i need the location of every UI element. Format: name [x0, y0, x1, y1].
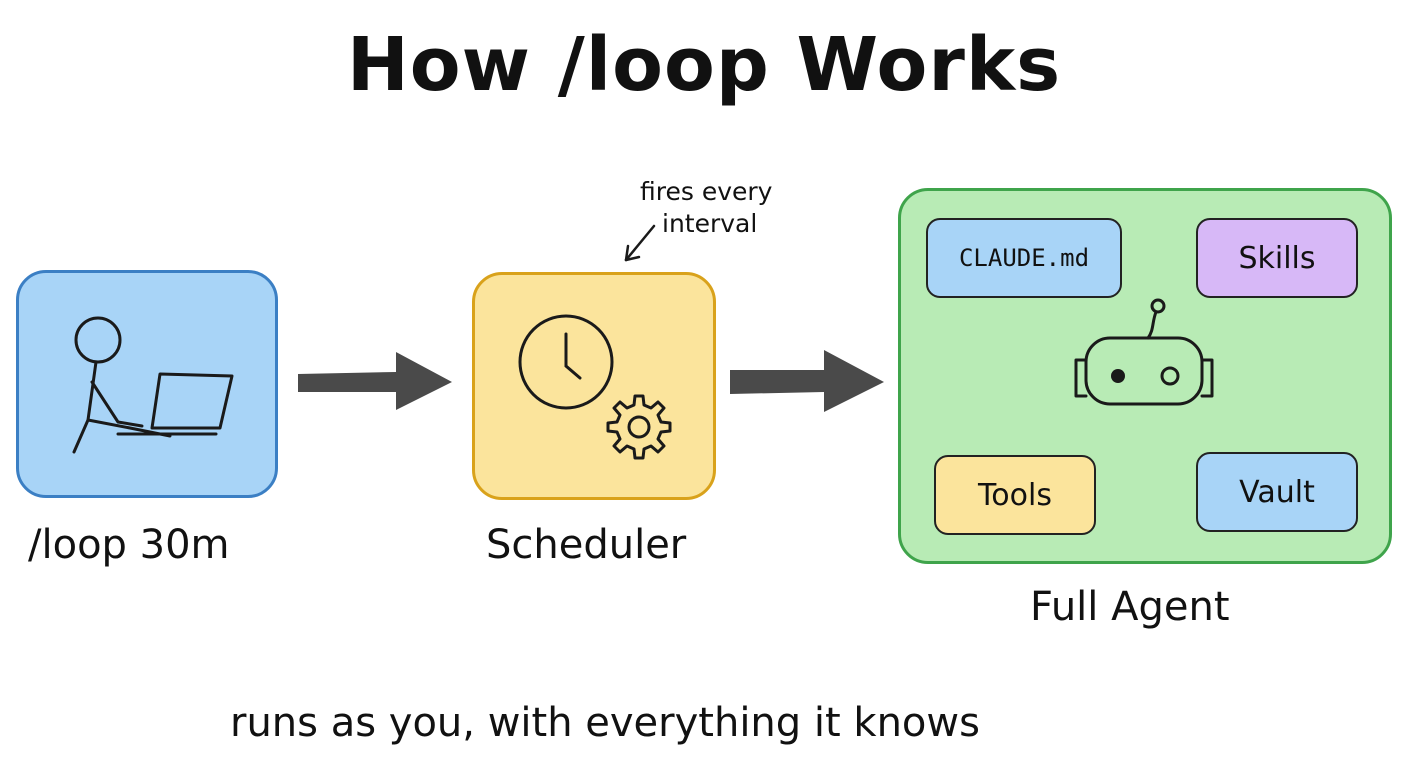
- arrow-right-icon: [730, 350, 884, 412]
- note-arrow-icon: [624, 224, 656, 262]
- component-skills: Skills: [1196, 218, 1358, 298]
- component-tools: Tools: [934, 455, 1096, 535]
- gear-icon: [606, 394, 672, 460]
- scheduler-node-caption: Scheduler: [486, 522, 687, 568]
- scheduler-note: fires every interval: [640, 176, 772, 240]
- scheduler-note-line2: interval: [662, 209, 758, 238]
- user-node-box: [16, 270, 278, 498]
- scheduler-note-line1: fires every: [640, 177, 773, 206]
- diagram-footer: runs as you, with everything it knows: [230, 700, 980, 746]
- robot-icon: [1074, 298, 1214, 406]
- clock-icon: [518, 314, 614, 410]
- diagram-title: How /loop Works: [346, 22, 1062, 108]
- component-vault: Vault: [1196, 452, 1358, 532]
- agent-node-caption: Full Agent: [1030, 584, 1230, 630]
- scheduler-node-box: [472, 272, 716, 500]
- arrow-right-icon: [298, 352, 452, 410]
- user-node-caption: /loop 30m: [28, 522, 230, 568]
- component-claude-md: CLAUDE.md: [926, 218, 1122, 298]
- person-at-laptop-icon: [72, 316, 234, 454]
